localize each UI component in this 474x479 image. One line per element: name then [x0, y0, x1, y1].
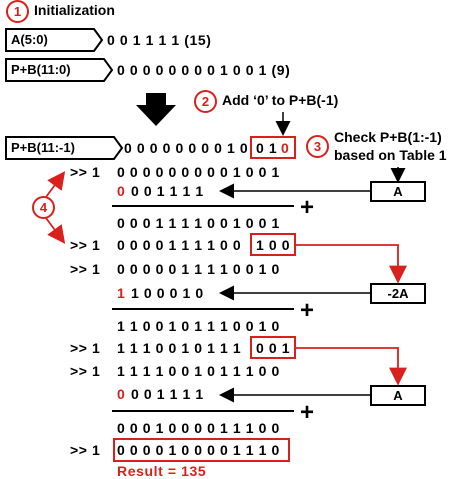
- row-4-shift: >> 1: [70, 237, 101, 253]
- row-5-value: 0 0 0 0 0 1 1 1 1 0 0 1 0: [117, 261, 280, 277]
- step-2-title: Add ‘0’ to P+B(-1): [222, 92, 339, 108]
- check-2-to-operand-arrow: [295, 244, 407, 284]
- register-pb-ext-appended-zero: 0: [281, 140, 290, 156]
- row-6-value: 1 0 0 0 1 0: [131, 285, 204, 301]
- step-4-arrow-down: [45, 217, 66, 244]
- row-8-value: 1 1 1 0 0 1 0 1 1 1: [117, 340, 242, 356]
- check-box-1: [250, 136, 296, 159]
- row-9-shift: >> 1: [70, 363, 101, 379]
- row-4-value: 0 0 0 0 1 1 1 1 0 0: [117, 237, 242, 253]
- tag-a-shape: [5, 28, 104, 52]
- register-pb-ext-value: 0 0 0 0 0 0 0 0 1 0: [124, 140, 249, 156]
- step-3-marker: 3: [306, 135, 329, 158]
- plus-sign-3: +: [300, 399, 315, 426]
- step-3-title-line2: based on Table 1: [334, 147, 447, 163]
- row-3-sum: 0 0 0 1 1 1 1 0 0 1 0 0 1: [117, 215, 280, 231]
- row-10-value: 0 0 1 1 1 1: [131, 386, 204, 402]
- operand-box-3-label: A: [393, 388, 403, 403]
- plus-sign-2: +: [300, 297, 315, 324]
- step-3-title-line1: Check P+B(1:-1): [334, 129, 442, 145]
- row-4-check-bits: 1 0 0: [256, 237, 291, 253]
- step-2-marker: 2: [194, 90, 217, 113]
- row-1-value: 0 0 0 0 0 0 0 0 0 1 0 0 1: [117, 164, 280, 180]
- step-1-title: Initialization: [34, 2, 115, 18]
- row-5-shift: >> 1: [70, 261, 101, 277]
- operand-box-2-label: -2A: [387, 286, 409, 301]
- check-box-2: [250, 233, 296, 256]
- check-box-3: [250, 336, 296, 359]
- register-pb-ext-label: P+B(11:-1): [11, 140, 75, 155]
- result-box: [113, 438, 290, 462]
- row-2-sign-bit: 0: [117, 183, 126, 199]
- plus-sign-1: +: [300, 194, 315, 221]
- step-1-marker: 1: [6, 0, 29, 23]
- row-9-value: 1 1 1 1 0 0 1 0 1 1 1 0 0: [117, 363, 280, 379]
- row-8-shift: >> 1: [70, 340, 101, 356]
- register-pb-init-value: 0 0 0 0 0 0 0 0 1 0 0 1 (9): [117, 62, 291, 78]
- tag-pb-init-shape: [5, 58, 114, 82]
- row-7-sum: 1 1 0 0 1 0 1 1 1 0 0 1 0: [117, 318, 280, 334]
- register-a-label: A(5:0): [11, 32, 48, 47]
- step-4-marker: 4: [32, 196, 55, 219]
- operand-box-1-label: A: [393, 184, 403, 199]
- row-2-value: 0 0 1 1 1 1: [131, 183, 204, 199]
- register-pb-ext-check-bits: 0 1: [256, 140, 278, 156]
- tag-pb-ext-shape: [5, 136, 124, 160]
- row-11-sum: 0 0 0 1 0 0 0 0 1 1 1 0 0: [117, 420, 280, 436]
- row-12-shift: >> 1: [70, 442, 101, 458]
- row-12-result-bits: 0 0 0 0 1 0 0 0 0 1 1 1 0: [117, 442, 280, 458]
- row-6-sign-bit: 1: [117, 285, 126, 301]
- row-1-shift: >> 1: [70, 164, 101, 180]
- row-10-sign-bit: 0: [117, 386, 126, 402]
- check-3-to-operand-arrow: [295, 347, 407, 386]
- register-pb-init-label: P+B(11:0): [11, 62, 71, 77]
- row-8-check-bits: 0 0 1: [256, 340, 291, 356]
- step-4-arrow-up: [45, 171, 66, 198]
- register-a-value: 0 0 1 1 1 1 (15): [107, 32, 212, 48]
